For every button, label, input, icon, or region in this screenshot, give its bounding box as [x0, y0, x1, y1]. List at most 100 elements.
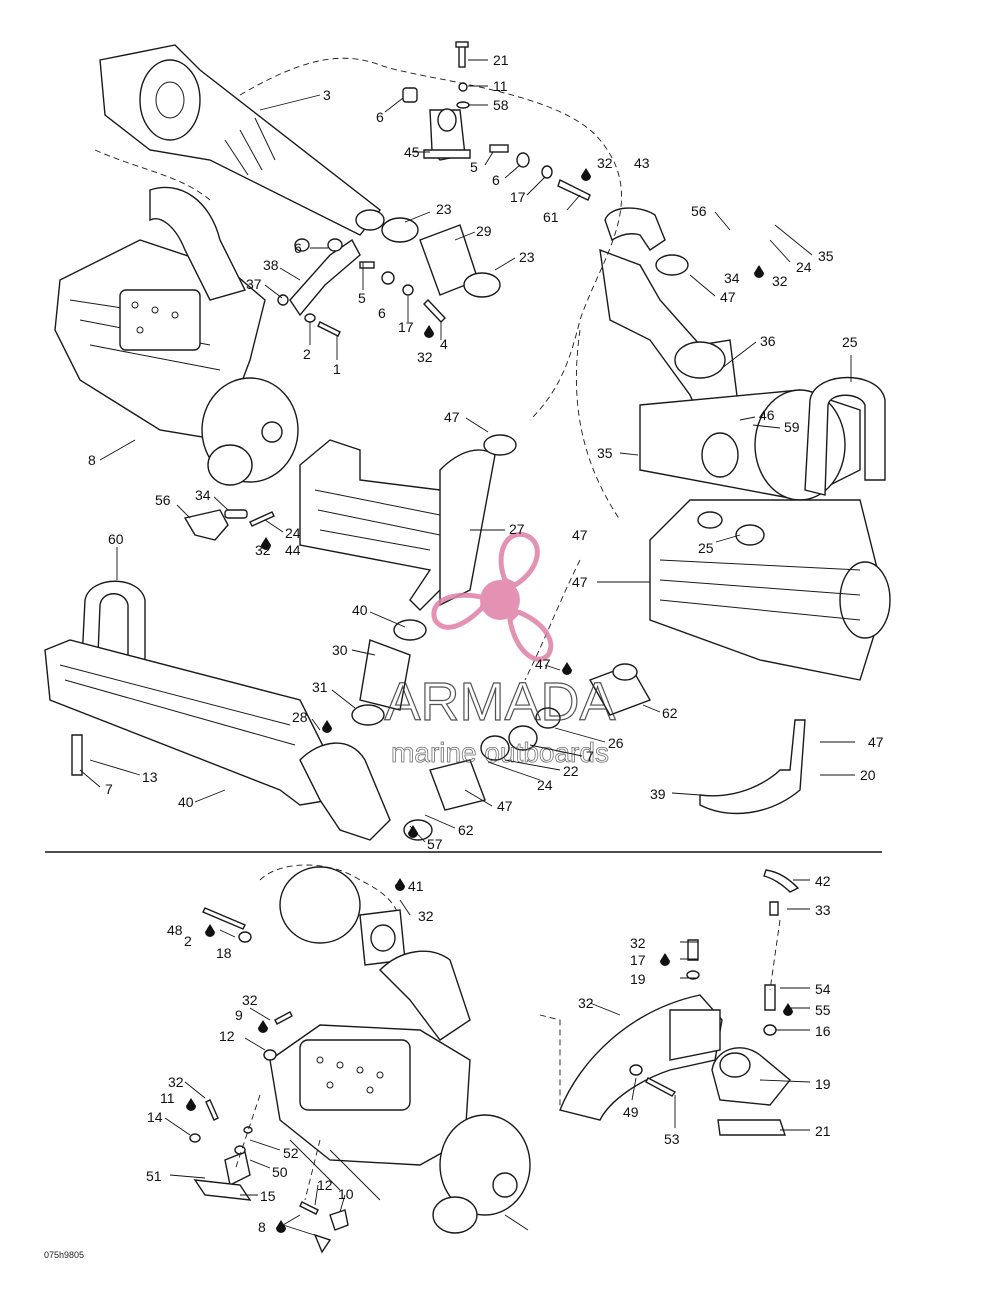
callout-47: 40: [352, 602, 368, 618]
callout-34: 24: [285, 525, 301, 541]
diagram-code: 075h9805: [44, 1250, 84, 1260]
callout-56: 34: [195, 487, 211, 503]
callout-9: 32: [578, 995, 594, 1011]
engine-assembly-bottom: [259, 864, 531, 1234]
callout-18: 32: [630, 935, 646, 951]
callout-47: 46: [759, 407, 775, 423]
callout-2: 18: [216, 945, 232, 961]
callout-5: 5: [470, 159, 478, 175]
callout-25: 60: [108, 531, 124, 547]
callout-47: 47: [444, 409, 460, 425]
callout-32: 2: [184, 933, 192, 949]
callout-23: 23: [436, 201, 452, 217]
callout-28: 26: [608, 735, 624, 751]
callout-3: 3: [323, 87, 331, 103]
callout-30: 47: [535, 656, 551, 672]
callout-labels: 21 11 58 3 6 45 5 6 32 43 17 61 23 29 23…: [88, 52, 884, 1235]
callout-32: 9: [235, 1007, 243, 1023]
callout-32: 32: [417, 349, 433, 365]
callout-61: 61: [543, 209, 559, 225]
callout-40: 47: [497, 798, 513, 814]
watermark-tagline: marine outboards: [391, 737, 609, 768]
callout-32: 44: [285, 542, 301, 558]
callout-24: 32: [255, 542, 271, 558]
watermark: ARMADA marine outboards: [384, 531, 616, 768]
callout-62: 57: [427, 836, 443, 852]
callout-24: 20: [860, 767, 876, 783]
callout-32: 11: [160, 1090, 175, 1106]
callout-39: 40: [178, 794, 194, 810]
callout-38: 38: [263, 257, 279, 273]
callout-19: 32: [168, 1074, 184, 1090]
rear-bracket-assembly: [539, 869, 800, 1136]
callout-21: 53: [664, 1131, 680, 1147]
callout-35: 56: [155, 492, 171, 508]
callout-47: 62: [458, 822, 474, 838]
callout-17: 19: [630, 971, 646, 987]
callout-11: 49: [623, 1104, 639, 1120]
callout-55: 12: [219, 1028, 235, 1044]
propeller-logo: [431, 531, 554, 662]
callout-57: 41: [408, 878, 424, 894]
callout-1: 1: [333, 361, 341, 377]
callout-49: 14: [147, 1109, 163, 1125]
callout-32: 32: [597, 155, 613, 171]
callout-27: 47: [572, 527, 588, 543]
mount-hardware-bottom: [189, 907, 349, 1254]
callout-31: 62: [662, 705, 678, 721]
callout-59: 35: [597, 445, 613, 461]
water-lift-muffler-assembly: [183, 434, 517, 611]
callout-24: 24: [796, 259, 812, 275]
callout-41: 42: [815, 873, 831, 889]
callout-60: 47: [572, 574, 588, 590]
callout-23: 23: [519, 249, 535, 265]
callout-8: 8: [88, 452, 96, 468]
callout-45: 45: [404, 144, 420, 160]
dashed-guide-lines: [239, 57, 622, 681]
callout-12: 10: [338, 1186, 354, 1202]
sealant-drops: [186, 168, 793, 1233]
lower-exhaust-pipe-assembly: [44, 580, 806, 841]
callout-48: 32: [418, 908, 434, 924]
callout-16: 19: [815, 1076, 831, 1092]
mounting-hardware-top: [277, 41, 591, 337]
engine-assembly-top: [54, 44, 385, 486]
callout-10: 8: [258, 1219, 266, 1235]
callout-17: 17: [510, 189, 526, 205]
callout-32: 55: [815, 1002, 831, 1018]
callout-46: 59: [784, 419, 800, 435]
callout-7: 47: [868, 734, 884, 750]
callout-19: 54: [815, 981, 831, 997]
callout-47: 47: [720, 289, 736, 305]
callout-42: 33: [815, 902, 831, 918]
callout-25: 25: [842, 334, 858, 350]
callout-6: 6: [294, 240, 302, 256]
callout-53: 52: [283, 1145, 299, 1161]
callout-54: 32: [242, 992, 258, 1008]
callout-32: 32: [772, 273, 788, 289]
callout-47: 24: [537, 777, 553, 793]
callout-50: 51: [146, 1168, 162, 1184]
callout-47: 25: [698, 540, 714, 556]
callout-40: 30: [332, 642, 348, 658]
callout-58: 58: [493, 97, 509, 113]
callout-47: 31: [312, 679, 328, 695]
watermark-brand: ARMADA: [384, 672, 615, 732]
callout-29: 29: [476, 223, 492, 239]
callout-6: 6: [378, 305, 386, 321]
callout-12: 16: [815, 1023, 831, 1039]
callout-56: 56: [691, 203, 707, 219]
callout-6: 6: [376, 109, 384, 125]
callout-43: 43: [634, 155, 650, 171]
callout-37: 37: [246, 276, 262, 292]
callout-11: 11: [493, 78, 508, 94]
callout-2: 2: [303, 346, 311, 362]
callout-14: 21: [815, 1123, 831, 1139]
callout-15: 12: [317, 1177, 333, 1193]
callout-34: 34: [724, 270, 740, 286]
callout-20: 39: [650, 786, 666, 802]
callout-62: 28: [292, 709, 308, 725]
callout-17: 17: [398, 319, 414, 335]
callout-5: 5: [358, 290, 366, 306]
callout-6: 6: [492, 172, 500, 188]
